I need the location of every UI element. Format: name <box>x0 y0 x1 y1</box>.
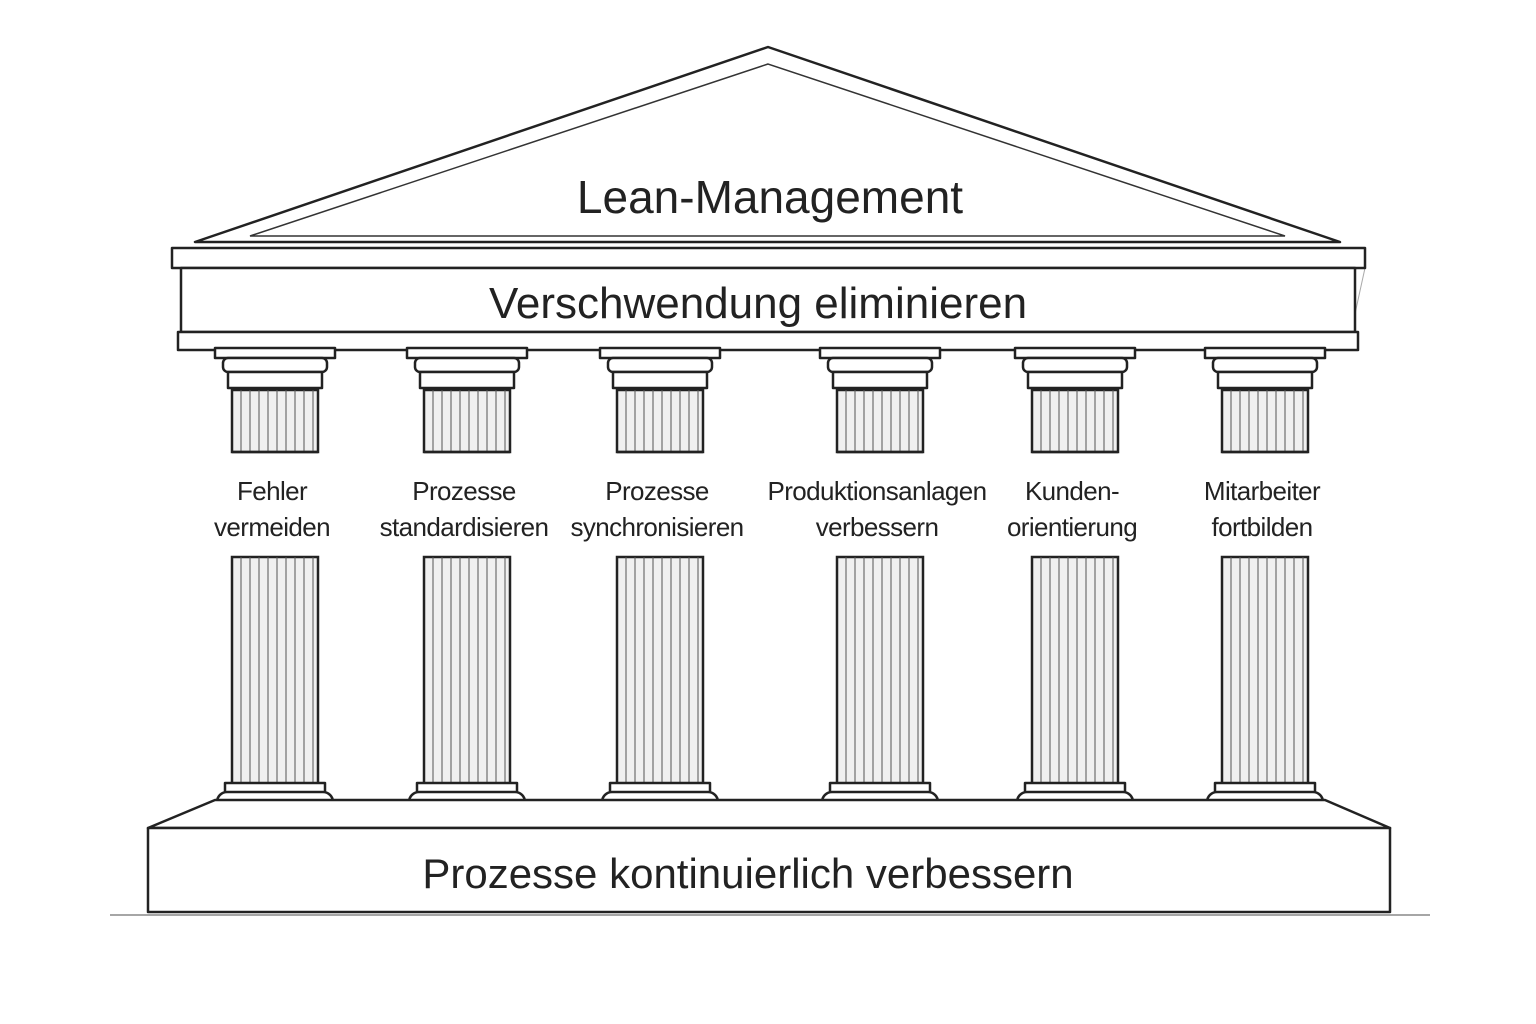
pillar-echinus <box>221 356 329 374</box>
pillar-echinus <box>1211 356 1319 374</box>
pillar: Kunden-orientierung <box>1007 346 1138 818</box>
pillar-shaft-lower <box>835 555 925 787</box>
pillar-label-line2: verbessern <box>816 512 939 542</box>
pillar: Mitarbeiter fortbilden <box>1203 346 1327 818</box>
pillar: Prozesse synchronisieren <box>570 346 744 818</box>
roof-inner <box>249 63 1286 237</box>
pillar-shaft-lower <box>230 555 320 787</box>
pillar-shaft-upper <box>1220 388 1310 454</box>
roof-title: Lean-Management <box>577 171 963 223</box>
pillar-neck <box>226 370 324 390</box>
pillar-shaft-upper <box>835 388 925 454</box>
pillar-label-line2: standardisieren <box>380 512 549 542</box>
foundation-top <box>146 798 1392 830</box>
frieze-label: Verschwendung eliminieren <box>489 279 1027 328</box>
cornice <box>170 246 1367 270</box>
pillar-neck <box>831 370 929 390</box>
pillar-echinus <box>413 356 521 374</box>
pillars: FehlervermeidenProzessestandardisierenPr… <box>213 346 1327 818</box>
pillar: Produktionsanlagen verbessern <box>767 346 987 818</box>
pillar-neck <box>1216 370 1314 390</box>
pillar-abacus <box>213 346 337 360</box>
pillar-echinus <box>606 356 714 374</box>
pillar-label-line1: Mitarbeiter <box>1204 476 1321 506</box>
roof-pediment <box>193 45 1342 244</box>
pillar-shaft-upper <box>230 388 320 454</box>
pillar-shaft-lower <box>615 555 705 787</box>
pillar-label-line1: Prozesse <box>412 476 516 506</box>
pillar-neck <box>1026 370 1124 390</box>
pillar-abacus <box>1203 346 1327 360</box>
pillar-echinus <box>1021 356 1129 374</box>
pillar-shaft-upper <box>422 388 512 454</box>
pillar-neck <box>418 370 516 390</box>
pillar-label-line1: Fehler <box>237 476 308 506</box>
frieze <box>179 266 1357 334</box>
pillar-shaft-lower <box>1220 555 1310 787</box>
pillar-label-line2: orientierung <box>1007 512 1137 542</box>
pillar-abacus <box>1013 346 1137 360</box>
pillar-shaft-upper <box>1030 388 1120 454</box>
pillar-label-line1: Prozesse <box>605 476 709 506</box>
pillar-label-line2: fortbilden <box>1212 512 1313 542</box>
pillar-shaft-lower <box>422 555 512 787</box>
pillar-label-line2: vermeiden <box>214 512 330 542</box>
foundation-label: Prozesse kontinuierlich verbessern <box>422 850 1073 897</box>
pillar-label-line2: synchronisieren <box>570 512 743 542</box>
pillar-abacus <box>405 346 529 360</box>
architrave <box>176 330 1360 352</box>
pillar-shaft-upper <box>615 388 705 454</box>
pillar-echinus <box>826 356 934 374</box>
pillar: Fehler vermeiden <box>213 346 337 818</box>
pillar: Prozesse standardisieren <box>380 346 549 818</box>
pillar-neck <box>611 370 709 390</box>
pillar-label-line1: Produktionsanlagen <box>767 476 986 506</box>
foundation-front <box>146 826 1392 914</box>
pillar-abacus <box>818 346 942 360</box>
pillar-label-line1: Kunden- <box>1025 476 1119 506</box>
pillar-abacus <box>598 346 722 360</box>
pillar-shaft-lower <box>1030 555 1120 787</box>
